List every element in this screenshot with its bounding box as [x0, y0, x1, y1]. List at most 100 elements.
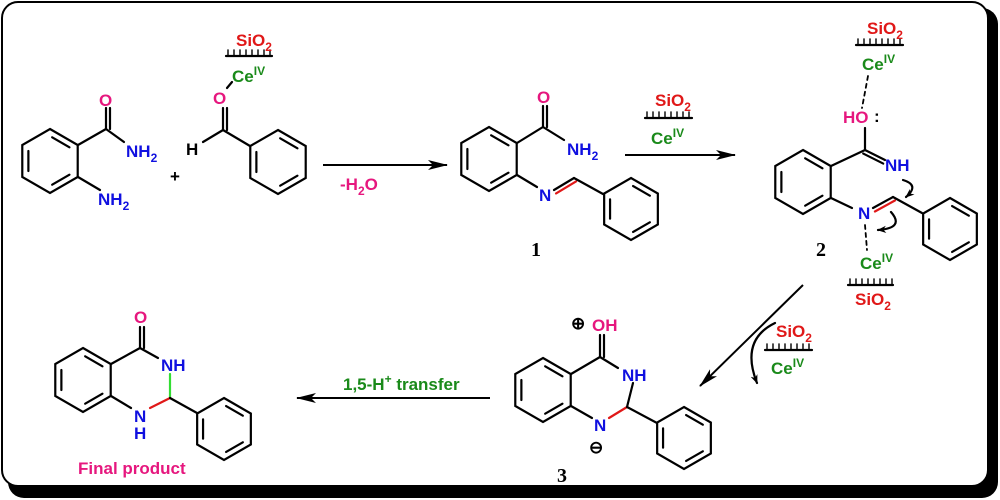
step3-cerium: CeIV	[771, 356, 804, 378]
top-cerium: CeIV	[862, 52, 895, 74]
bond	[569, 404, 594, 420]
bond	[109, 346, 142, 366]
bottom-silica: SiO2	[855, 290, 891, 313]
bond	[515, 125, 545, 145]
imine-bond	[862, 152, 885, 165]
atom-n: N	[594, 416, 606, 435]
bond	[625, 405, 659, 425]
aromatic-double-bond	[684, 413, 704, 426]
imine-bond	[554, 180, 578, 195]
aromatic-double-bond	[224, 404, 244, 417]
aromatic-double-bond	[490, 171, 510, 184]
imine-bond	[863, 148, 887, 162]
compound-number-3: 3	[557, 465, 567, 487]
aromatic-double-bond	[84, 392, 104, 405]
compound-1: O NH2 N 1	[531, 88, 599, 261]
imine-bond	[552, 176, 576, 192]
aromatic-double-bond	[804, 157, 824, 170]
new-bond	[148, 396, 172, 410]
atom-n: N	[539, 186, 551, 205]
atom-n: N	[134, 407, 146, 426]
aromatic-double-bond	[684, 450, 704, 463]
aromatic-double-bond	[279, 137, 299, 150]
bonds	[21, 38, 978, 471]
bond	[515, 173, 539, 189]
bond	[829, 196, 854, 210]
bond	[598, 355, 620, 370]
atom-nh2: NH2	[567, 140, 599, 163]
atom-nh2: NH2	[126, 142, 158, 165]
atom-nh: NH	[885, 156, 910, 175]
silica-label: SiO2	[236, 31, 272, 54]
final-product: O NH N H Final product	[78, 308, 186, 478]
atom-o: O	[213, 89, 226, 108]
final-product-caption: Final product	[78, 459, 186, 478]
benzene-ring	[922, 196, 978, 262]
bond	[138, 346, 160, 360]
atom-n: N	[858, 204, 870, 223]
step2-silica: SiO2	[655, 91, 691, 114]
coordination-bond	[225, 80, 234, 90]
bond	[168, 396, 199, 415]
plus-sign: +	[170, 167, 180, 186]
bond	[569, 355, 602, 376]
cerium-label: CeIV	[232, 64, 265, 86]
negative-charge: ⊖	[589, 438, 603, 457]
lone-pair: :	[874, 107, 880, 126]
frame	[1, 1, 989, 487]
coordination-bond	[861, 75, 869, 109]
aromatic-double-bond	[544, 365, 564, 378]
compound-number-2: 2	[816, 239, 826, 261]
step3-silica: SiO2	[776, 322, 812, 345]
aromatic-double-bond	[950, 204, 970, 217]
bond	[541, 125, 566, 142]
aromatic-double-bond	[544, 402, 564, 415]
aromatic-double-bond	[51, 136, 71, 149]
compound-2: SiO2 CeIV HO : NH N 2 CeIV SiO2	[816, 19, 910, 313]
aromatic-double-bond	[804, 194, 824, 207]
aromatic-double-bond	[51, 173, 71, 186]
benzene-ring	[603, 176, 659, 242]
curved-arrow-electron-push	[901, 178, 915, 199]
imine-bond	[871, 195, 895, 210]
atom-nh2-amino: NH2	[98, 190, 130, 213]
bond	[104, 127, 126, 144]
anthranilamide: O NH2 NH2	[98, 91, 158, 213]
aromatic-double-bond	[84, 355, 104, 368]
atom-nh: NH	[622, 366, 647, 385]
aromatic-double-bond	[631, 184, 651, 197]
compound-number-1: 1	[531, 239, 541, 261]
benzaldehyde-ce-complex: O H CeIV SiO2	[186, 31, 272, 159]
positive-charge: ⊕	[571, 314, 585, 333]
step1-condition: -H2O	[340, 175, 378, 198]
bond	[891, 195, 924, 215]
aromatic-double-bond	[224, 441, 244, 454]
step4-condition: 1,5-H+ transfer	[343, 372, 460, 394]
bond	[109, 394, 133, 410]
bond	[829, 148, 867, 168]
imine-bond	[873, 199, 897, 213]
aromatic-double-bond	[631, 221, 651, 234]
bond	[201, 128, 225, 144]
coordination-bond	[864, 224, 868, 251]
benzene-ring	[656, 405, 712, 471]
atom-ho: HO	[843, 108, 869, 127]
atom-oh: OH	[592, 316, 618, 335]
new-bond	[607, 405, 629, 420]
atom-o: O	[134, 308, 147, 327]
step2-cerium: CeIV	[651, 126, 684, 148]
top-silica: SiO2	[867, 19, 903, 42]
atom-o: O	[99, 91, 112, 110]
curved-arrow-catalyst-release	[750, 321, 777, 385]
bond	[76, 175, 102, 192]
reaction-arrow-3	[699, 284, 804, 387]
bond	[221, 128, 252, 148]
bond	[572, 176, 605, 196]
bond	[625, 381, 635, 409]
bond	[76, 127, 108, 147]
atom-h: H	[134, 424, 146, 443]
atom-nh: NH	[161, 356, 186, 375]
aromatic-double-bond	[490, 134, 510, 147]
atom-o: O	[537, 88, 550, 107]
